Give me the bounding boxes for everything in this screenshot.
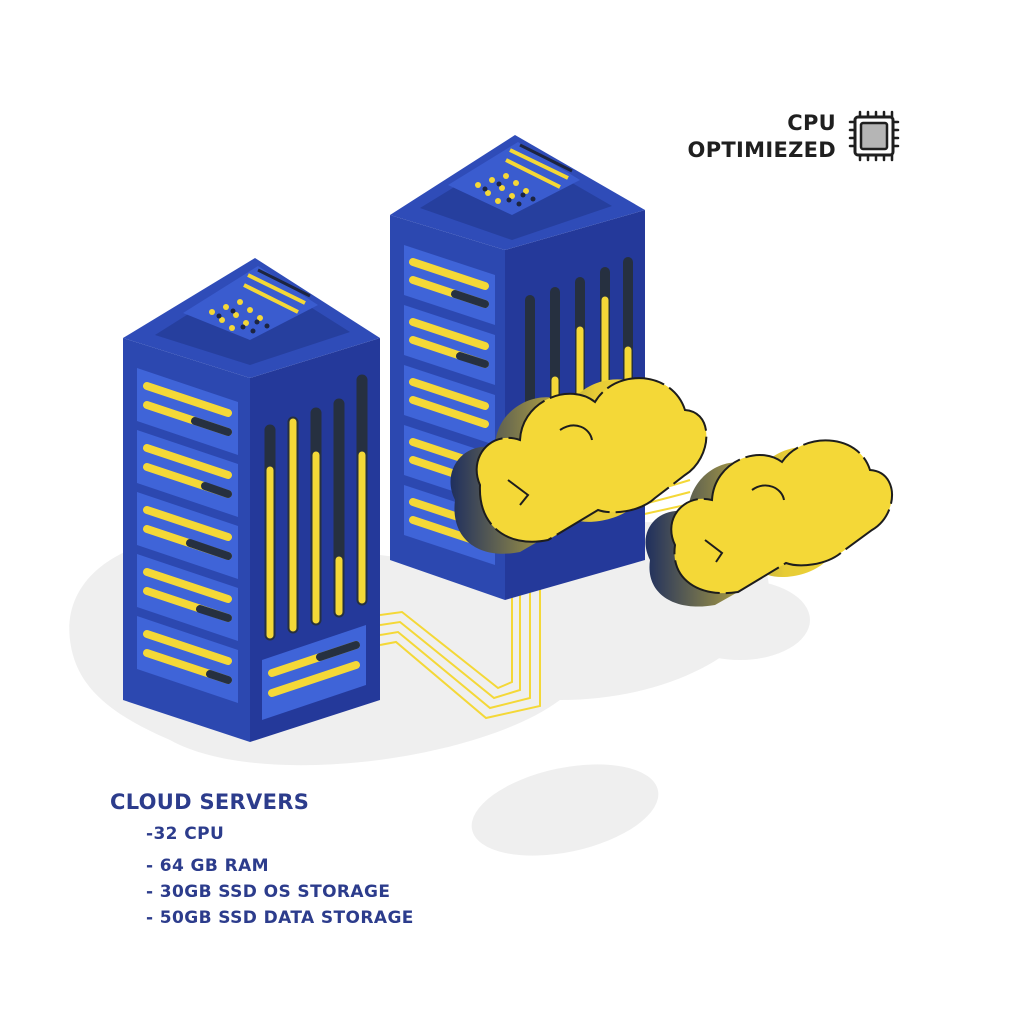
vent-dots: [475, 173, 529, 204]
cloud-icon: [450, 377, 708, 554]
spec-os-storage: - 30GB SSD OS STORAGE: [146, 882, 391, 902]
badge-line-2: OPTIMIEZED: [687, 138, 836, 162]
cpu-optimized-badge: CPU OPTIMIEZED: [688, 110, 836, 164]
server-specs: CLOUD SERVERS -32 CPU - 64 GB RAM - 30GB…: [110, 790, 414, 928]
server-rack-front: [123, 258, 380, 742]
vent-dots-dark: [216, 308, 270, 334]
cloud-icon: [645, 439, 893, 607]
badge-line-1: CPU: [787, 111, 836, 135]
cpu-chip-icon: [846, 108, 902, 164]
spec-cpu: -32 CPU: [146, 824, 225, 844]
vent-dots: [209, 299, 263, 331]
specs-list: -32 CPU - 64 GB RAM - 30GB SSD OS STORAG…: [110, 824, 414, 928]
vent-dots-dark: [482, 181, 536, 207]
spec-ram: - 64 GB RAM: [146, 856, 269, 876]
specs-title: CLOUD SERVERS: [110, 790, 310, 814]
drive-slots: [137, 368, 238, 703]
spec-data-storage: - 50GB SSD DATA STORAGE: [146, 908, 414, 928]
cable-lines: [379, 479, 691, 720]
status-bars: [264, 374, 368, 641]
